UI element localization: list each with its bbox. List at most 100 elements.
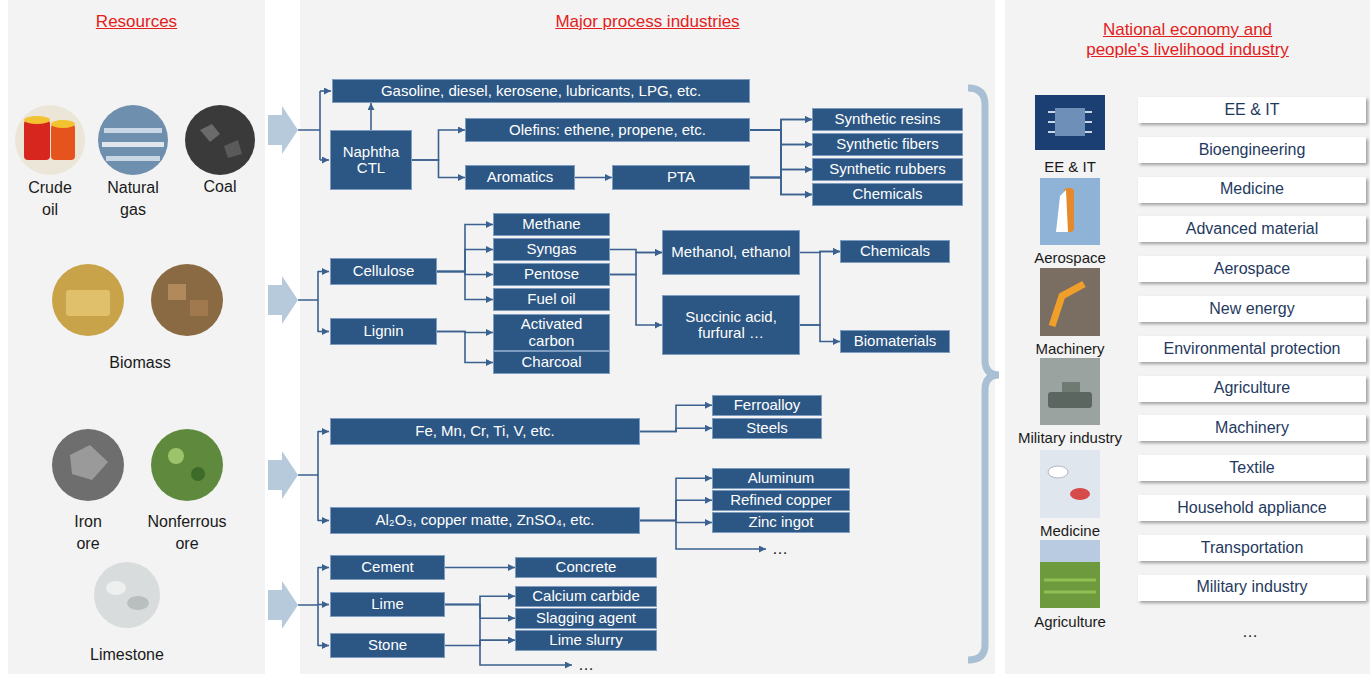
flow-arrow bbox=[370, 103, 372, 130]
process-box: Zinc ingot bbox=[712, 512, 850, 533]
process-box: Concrete bbox=[515, 557, 657, 578]
flow-arrow bbox=[800, 252, 840, 326]
box-label: Naphtha CTL bbox=[337, 144, 405, 177]
flow-arrow bbox=[445, 605, 515, 641]
industry-box: Environmental protection bbox=[1138, 336, 1366, 362]
box-label: Medicine bbox=[1146, 180, 1358, 198]
box-label: Agriculture bbox=[1146, 379, 1358, 397]
process-box: Stone bbox=[330, 633, 445, 658]
box-label: Synthetic resins bbox=[819, 111, 956, 128]
connector-group bbox=[371, 103, 840, 646]
box-label: Textile bbox=[1146, 459, 1358, 477]
box-label: Pentose bbox=[500, 266, 603, 283]
panel: Major process industriesGasoline, diesel… bbox=[300, 0, 995, 674]
process-box: Methanol, ethanol bbox=[662, 230, 800, 275]
box-label: PTA bbox=[619, 169, 743, 186]
flow-chevron bbox=[268, 581, 298, 629]
barrel-lid bbox=[24, 116, 50, 124]
flow-arrow bbox=[750, 178, 812, 195]
flow-arrow bbox=[445, 567, 515, 569]
agriculture-icon bbox=[1040, 540, 1100, 608]
process-box: Cellulose bbox=[330, 258, 437, 285]
panel-heading: National economy and people's livelihood… bbox=[1075, 20, 1300, 61]
process-box: Activated carbon bbox=[493, 314, 610, 351]
more-arrow bbox=[480, 640, 572, 665]
flow-arrow bbox=[640, 405, 712, 431]
process-box: Al₂O₃, copper matte, ZnSO₄, etc. bbox=[330, 507, 640, 534]
stone-pebble bbox=[106, 581, 126, 595]
process-box: Olefins: ethene, propene, etc. bbox=[465, 118, 750, 142]
figure-label: Agriculture bbox=[1010, 612, 1130, 632]
box-label: Household appliance bbox=[1146, 499, 1358, 517]
aerospace-icon bbox=[1040, 178, 1100, 245]
process-box: Chemicals bbox=[840, 240, 950, 263]
box-label: Environmental protection bbox=[1146, 340, 1358, 358]
vehicle-turret bbox=[1062, 382, 1080, 392]
sky bbox=[1040, 540, 1100, 562]
feed-arrow bbox=[320, 90, 331, 92]
box-label: Methanol, ethanol bbox=[669, 244, 793, 261]
process-box: Methane bbox=[493, 213, 610, 236]
box-label: Fuel oil bbox=[500, 291, 603, 308]
flow-chevron bbox=[268, 451, 298, 499]
process-box: Slagging agent bbox=[515, 608, 657, 629]
box-label: EE & IT bbox=[1146, 101, 1358, 119]
box-label: Lime slurry bbox=[522, 632, 650, 649]
industry-box: Bioengineering bbox=[1138, 137, 1366, 163]
feed-arrow bbox=[318, 604, 329, 606]
natural-gas-icon bbox=[98, 105, 168, 175]
process-box: PTA bbox=[612, 165, 750, 190]
industry-box: Advanced material bbox=[1138, 216, 1366, 242]
process-box: Refined copper bbox=[712, 490, 850, 511]
flow-arrow bbox=[750, 120, 812, 178]
industry-box: Agriculture bbox=[1138, 376, 1366, 402]
figure-label: Aerospace bbox=[1010, 248, 1130, 268]
barrel-lid bbox=[51, 120, 75, 128]
figure-label: … bbox=[571, 654, 601, 674]
pill bbox=[1070, 488, 1090, 500]
process-box: Lime bbox=[330, 592, 445, 617]
process-box: Synthetic fibers bbox=[812, 133, 963, 156]
box-label: Advanced material bbox=[1146, 220, 1358, 238]
process-box: Biomaterials bbox=[840, 330, 950, 353]
box-label: Military industry bbox=[1146, 578, 1358, 596]
figure-label: Military industry bbox=[1005, 428, 1135, 448]
flow-arrow bbox=[750, 170, 812, 178]
ore-spot bbox=[191, 467, 205, 481]
box-label: Zinc ingot bbox=[719, 514, 843, 531]
flow-arrow bbox=[437, 272, 493, 300]
flow-arrow bbox=[640, 521, 712, 523]
figure-label: Natural gas bbox=[98, 177, 168, 220]
panel-heading: Major process industries bbox=[300, 12, 995, 32]
curly-brace bbox=[968, 88, 999, 660]
box-label: Stone bbox=[337, 637, 438, 654]
box-label: Lignin bbox=[337, 323, 430, 340]
gas-pipe bbox=[106, 156, 160, 161]
box-label: Aluminum bbox=[719, 470, 843, 487]
process-box: Gasoline, diesel, kerosene, lubricants, … bbox=[332, 79, 750, 103]
flow-arrow bbox=[640, 478, 712, 520]
box-label: Cellulose bbox=[337, 263, 430, 280]
feed-line bbox=[298, 91, 320, 160]
industry-box: New energy bbox=[1138, 296, 1366, 322]
industry-box: Aerospace bbox=[1138, 256, 1366, 282]
flow-arrow bbox=[445, 596, 515, 604]
stone-pebble bbox=[127, 596, 149, 610]
box-label: Aromatics bbox=[472, 169, 568, 186]
flow-arrow bbox=[750, 145, 812, 178]
oil-barrel bbox=[24, 120, 50, 160]
machinery-icon bbox=[1040, 268, 1100, 336]
industry-box: Textile bbox=[1138, 455, 1366, 481]
box-label: Lime bbox=[337, 596, 438, 613]
hay-bale bbox=[66, 290, 110, 316]
figure-label: … bbox=[1235, 621, 1265, 643]
flow-chevron bbox=[268, 276, 298, 324]
box-label: Gasoline, diesel, kerosene, lubricants, … bbox=[339, 83, 743, 100]
flow-arrow bbox=[412, 130, 465, 160]
flow-arrow bbox=[610, 253, 662, 275]
robot-arm bbox=[1052, 284, 1084, 326]
process-box: Succinic acid, furfural … bbox=[662, 295, 800, 355]
gas-pipe bbox=[104, 128, 162, 133]
